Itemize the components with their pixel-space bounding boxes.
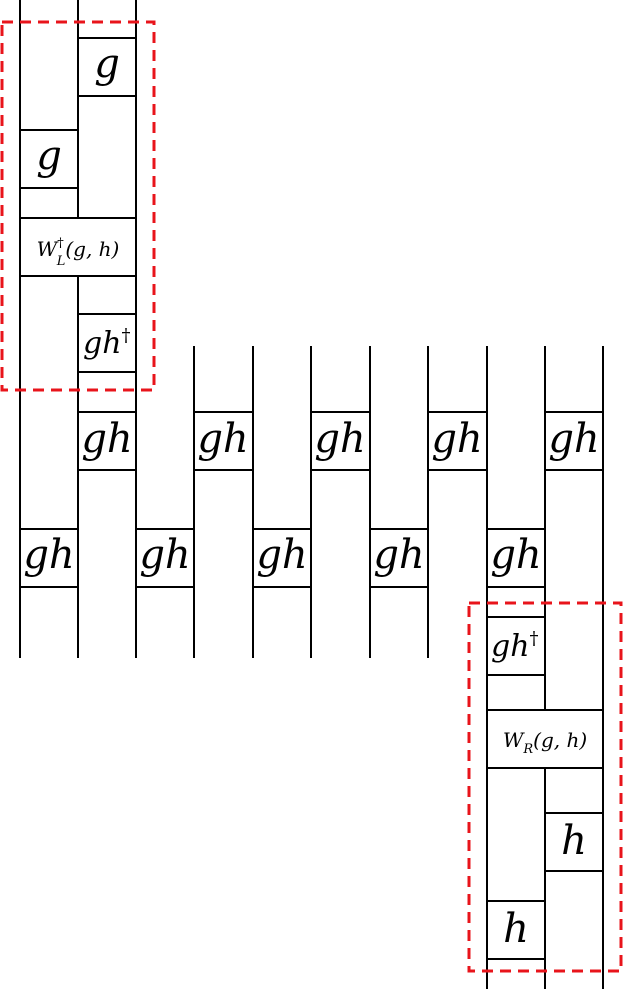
- gate-gh-dagger-top: gh†: [77, 313, 137, 373]
- gate-g-top: g: [77, 37, 137, 97]
- svg-text:h: h: [561, 818, 587, 864]
- svg-text:gh: gh: [23, 532, 74, 578]
- gate-gh-upper-1: gh: [77, 411, 137, 471]
- highlight-box-right: [467, 601, 623, 973]
- gate-gh-lower-5: gh: [486, 528, 546, 588]
- gate-gh-lower-4: gh: [369, 528, 429, 588]
- svg-text:gh: gh: [490, 532, 541, 578]
- gate-gh-lower-3: gh: [252, 528, 312, 588]
- gate-gh-dagger-bottom: gh†: [486, 616, 546, 676]
- svg-text:gh: gh: [431, 416, 482, 462]
- gate-gh-upper-3: gh: [310, 411, 371, 471]
- gate-wr: WR(g, h): [486, 709, 604, 769]
- gate-gh-upper-2: gh: [193, 411, 254, 471]
- gate-h-right: h: [544, 812, 604, 872]
- gate-g-left: g: [19, 129, 79, 189]
- svg-text:gh: gh: [139, 532, 190, 578]
- gate-gh-lower-2: gh: [135, 528, 195, 588]
- gate-gh-upper-4: gh: [427, 411, 488, 471]
- svg-text:gh: gh: [256, 532, 307, 578]
- gate-h-left: h: [486, 900, 546, 960]
- svg-text:gh: gh: [197, 416, 248, 462]
- svg-text:gh: gh: [373, 532, 424, 578]
- gate-wl-dagger: W†L(g, h): [19, 217, 137, 277]
- wires: [19, 0, 604, 989]
- svg-text:gh: gh: [548, 416, 599, 462]
- svg-text:h: h: [503, 906, 529, 952]
- gate-gh-lower-1: gh: [19, 528, 79, 588]
- svg-text:gh: gh: [314, 416, 365, 462]
- svg-text:g: g: [36, 133, 62, 179]
- svg-text:gh: gh: [81, 416, 132, 462]
- svg-text:g: g: [94, 41, 120, 87]
- highlight-box-left: [0, 20, 156, 392]
- gate-gh-upper-5: gh: [544, 411, 604, 471]
